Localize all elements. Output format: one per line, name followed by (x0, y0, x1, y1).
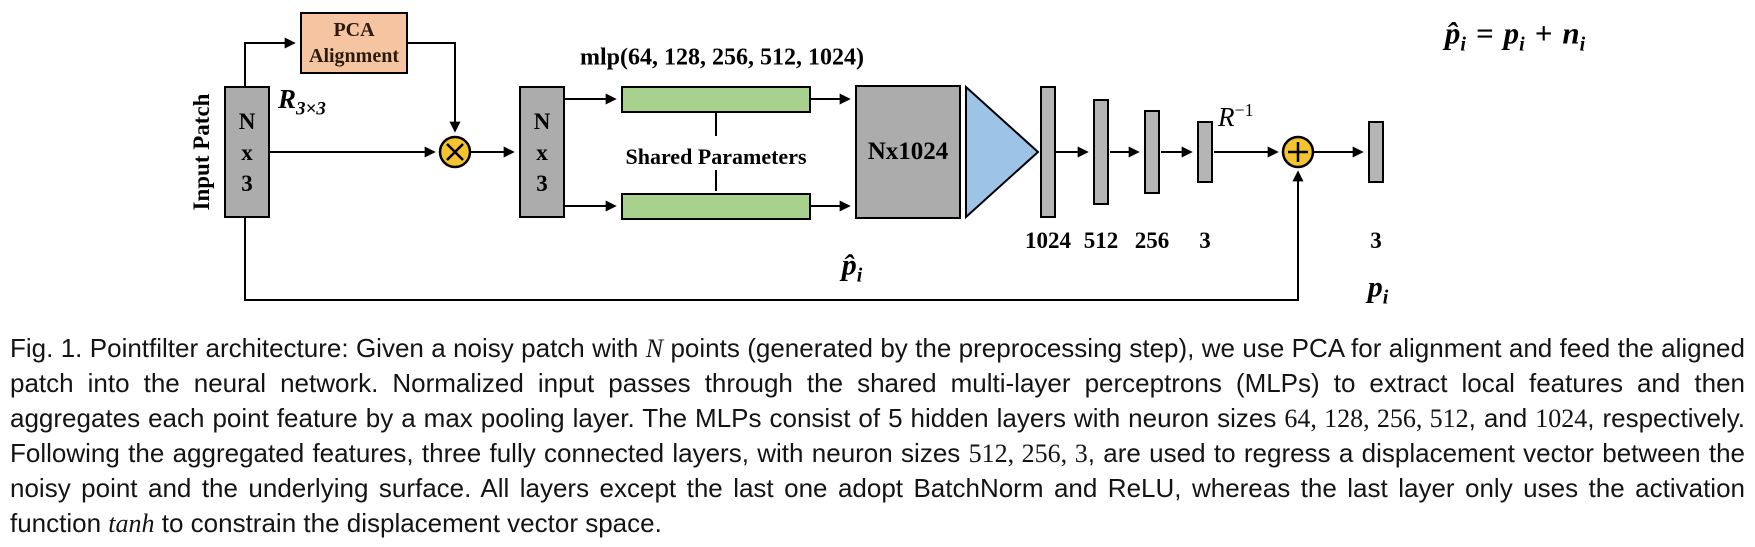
mlp-layer-bar-bottom (621, 193, 811, 220)
matrix-dim-line: 3 (241, 170, 253, 196)
pca-alignment-box: PCA Alignment (300, 12, 408, 74)
matrix-dim-line: x (536, 139, 548, 165)
arrow-input-to-pca (244, 37, 296, 86)
shared-parameters-label: Shared Parameters (625, 144, 807, 169)
fc-size-label: 1024 (1025, 228, 1071, 253)
caption-segment: tanh (108, 509, 155, 538)
caption-segment: 512, 256, 3 (968, 439, 1088, 468)
caption-segment: , and (1468, 403, 1536, 433)
caption-segment: 1024 (1535, 404, 1588, 433)
pca-line: Alignment (309, 45, 399, 67)
pca-line: PCA (333, 19, 375, 41)
rotation-matrix-label: R3×3 (278, 84, 326, 120)
caption-segment: to constrain the displacement vector spa… (154, 508, 662, 538)
arrow-pca-to-multiply (408, 42, 461, 133)
aligned-matrix-box: N x 3 (519, 86, 565, 218)
figure-caption: Fig. 1. Pointfilter architecture: Given … (0, 315, 1755, 541)
caption-segment: 64, 128, 256, 512 (1284, 404, 1469, 433)
output-size-label: 3 (1370, 228, 1382, 253)
input-patch-label: Input Patch (189, 93, 214, 211)
noisy-point-label: pi (1368, 271, 1389, 310)
fc-bar-256 (1144, 110, 1160, 194)
equation-n: n (1562, 15, 1580, 51)
equation-p-sub: i (1519, 33, 1525, 56)
caption-segment: , respectively. Following the aggregated… (10, 403, 1746, 468)
fc-bar-512 (1093, 99, 1109, 205)
equation-lhs-sub: i (1460, 33, 1466, 56)
skip-connection-line (244, 170, 1304, 301)
inverse-rotation-exponent: −1 (1234, 100, 1254, 120)
feature-matrix-box: Nx1024 (855, 85, 961, 219)
matrix-dim-line: 3 (536, 170, 548, 196)
caption-segment: Fig. 1. Pointfilter architecture: Given … (10, 333, 646, 363)
noisy-point-sub: i (1382, 286, 1389, 309)
mlp-sizes-label: mlp(64, 128, 256, 512, 1024) (580, 44, 864, 71)
filtered-point-label: p̂i (842, 249, 863, 288)
fc-bar-1024 (1040, 86, 1056, 218)
equation-n-sub: i (1579, 33, 1586, 56)
equation-plus: + (1534, 15, 1553, 51)
fc-size-label: 256 (1134, 228, 1170, 253)
max-pooling-triangle-icon (965, 84, 1040, 220)
equation-equals: = (1475, 15, 1494, 51)
filtered-point-symbol: p̂ (841, 248, 857, 282)
fc-bar-3 (1197, 121, 1213, 183)
fc-size-label: 512 (1083, 228, 1119, 253)
fc-size-label: 3 (1199, 228, 1211, 253)
output-bar-3 (1368, 121, 1384, 183)
matrix-dim-line: N (238, 108, 256, 134)
equation-label: p̂i=pi+ni (1445, 15, 1585, 56)
multiply-operator-icon (438, 135, 472, 169)
rotation-matrix-symbol: R (278, 84, 297, 114)
equation-lhs: p̂ (1444, 15, 1461, 51)
caption-segment: N (645, 334, 664, 363)
figure-connectors (244, 37, 1364, 301)
filtered-point-sub: i (856, 264, 863, 287)
equation-p: p (1503, 15, 1520, 51)
rotation-matrix-subscript: 3×3 (296, 98, 326, 120)
mlp-layer-bar-top (621, 86, 811, 113)
feature-matrix-label: Nx1024 (867, 138, 949, 165)
inverse-rotation-label: R−1 (1218, 100, 1254, 133)
add-operator-icon (1281, 135, 1315, 169)
caption-segment: points (generated by the preprocessing s… (10, 333, 1745, 433)
input-matrix-box: N x 3 (224, 86, 270, 218)
architecture-figure: Input Patch N x 3 PCA Alignment R3×3 N x… (189, 12, 1585, 310)
noisy-point-symbol: p (1367, 270, 1383, 304)
matrix-dim-line: N (533, 108, 551, 134)
inverse-rotation-symbol: R (1218, 102, 1235, 132)
matrix-dim-line: x (241, 139, 253, 165)
caption-segment: , are used to regress a displacement vec… (10, 438, 1746, 538)
